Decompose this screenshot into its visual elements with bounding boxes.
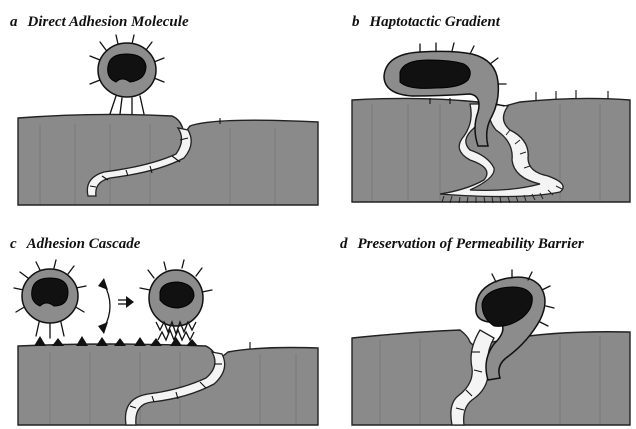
panel-c-adherent-nucleus — [160, 282, 194, 308]
panel-a-adhesion-molecules — [110, 96, 144, 114]
panel-a-nucleus — [108, 54, 146, 82]
panel-a-leukocyte — [90, 35, 164, 114]
panel-c-rolling-leukocyte — [14, 260, 86, 338]
panel-c-transition-arrow — [118, 296, 134, 308]
panel-c-tissue — [18, 344, 318, 425]
panel-b-nucleus — [400, 60, 470, 88]
panel-c-rolling-arrow — [98, 278, 110, 334]
panel-c-adherent-leukocyte — [140, 260, 212, 340]
panel-c-rolling-nucleus — [32, 278, 68, 306]
